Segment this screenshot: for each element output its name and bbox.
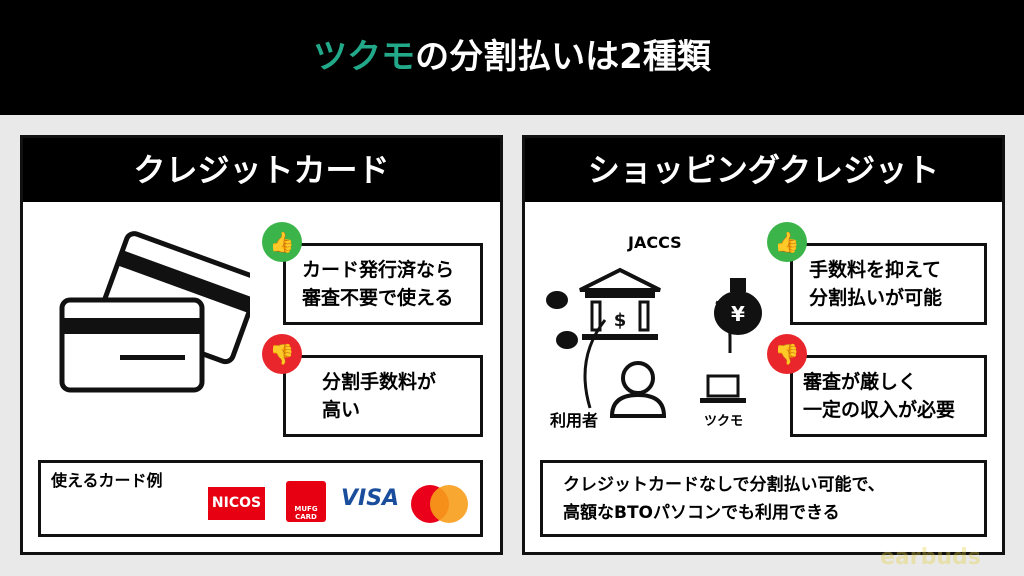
thumbs-down-icon: 👎 [767, 334, 807, 374]
payment-flow-diagram: $ ¥ [546, 267, 762, 418]
shopping-con-box: 審査が厳しく 一定の収入が必要 [790, 355, 987, 437]
visa-logo: VISA [341, 486, 400, 511]
tsukumo-label: ツクモ [704, 414, 744, 429]
bank-icon: $ [579, 267, 661, 340]
mastercard-logo [411, 485, 468, 523]
svg-text:$: $ [614, 310, 627, 331]
watermark: earbuds [880, 545, 981, 570]
credit-con-box: 分割手数料が 高い [283, 355, 483, 437]
credit-pro-box: カード発行済なら 審査不要で使える [283, 243, 483, 325]
laptop-icon [700, 374, 746, 403]
cards-label: 使えるカード例 [51, 471, 163, 490]
panel-title: クレジットカード [23, 138, 500, 202]
user-label: 利用者 [550, 411, 599, 430]
thumbs-up-icon: 👍 [262, 222, 302, 262]
money-bag-icon: ¥ [546, 278, 762, 349]
nicos-logo: NICOS [208, 487, 265, 520]
thumbs-down-icon: 👎 [262, 334, 302, 374]
title-accent: ツクモ [313, 37, 416, 77]
svg-text:¥: ¥ [731, 302, 745, 326]
panel-title: ショッピングクレジット [525, 138, 1002, 202]
mufg-logo: MUFG CARD [286, 481, 326, 522]
jaccs-label: JACCS [628, 233, 682, 252]
thumbs-up-icon: 👍 [767, 222, 807, 262]
credit-cards-icon [59, 231, 250, 393]
user-icon [609, 361, 667, 418]
title-rest: の分割払いは2種類 [415, 37, 711, 77]
shopping-note-box: クレジットカードなしで分割払い可能で、 高額なBTOパソコンでも利用できる [540, 460, 987, 537]
page-title: ツクモの分割払いは2種類 [0, 0, 1024, 115]
shopping-pro-box: 手数料を抑えて 分割払いが可能 [790, 243, 987, 325]
